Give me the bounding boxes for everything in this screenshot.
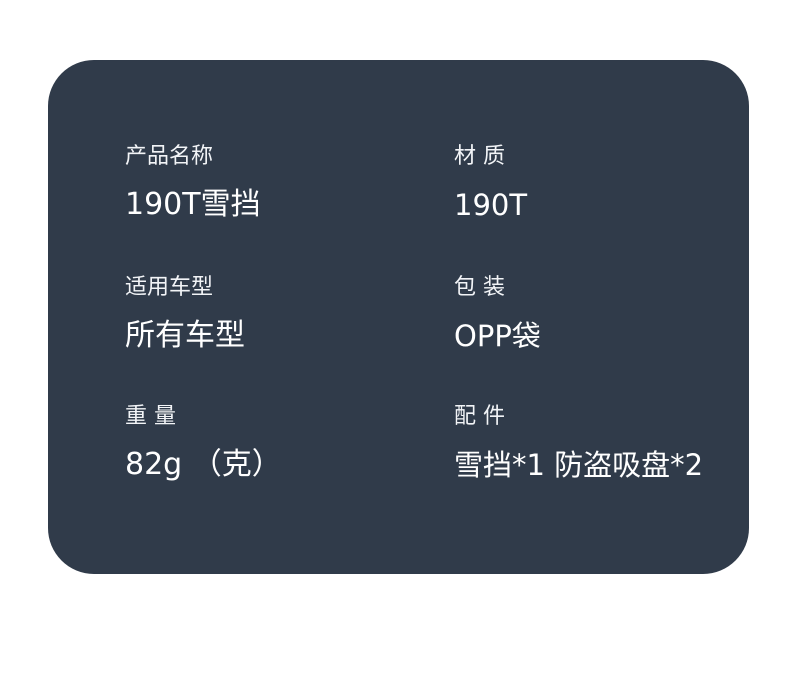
spec-label: 材 质 xyxy=(454,144,505,169)
spec-label: 包 装 xyxy=(454,275,505,300)
spec-value: 190T xyxy=(454,188,528,222)
spec-value: 82g （克） xyxy=(125,447,282,482)
spec-label: 配 件 xyxy=(454,404,505,429)
spec-value: OPP袋 xyxy=(454,319,541,353)
spec-accessories: 配 件 雪挡*1 防盗吸盘*2 xyxy=(454,404,703,483)
product-spec-card: 产品名称 190T雪挡 材 质 190T 适用车型 所有车型 包 装 OPP袋 … xyxy=(48,60,749,574)
spec-label: 适用车型 xyxy=(125,275,214,300)
spec-value: 190T雪挡 xyxy=(125,187,261,222)
spec-value: 所有车型 xyxy=(125,318,245,353)
spec-value: 雪挡*1 防盗吸盘*2 xyxy=(454,448,704,482)
spec-label: 产品名称 xyxy=(125,144,214,169)
spec-product-name: 产品名称 190T雪挡 xyxy=(125,144,261,223)
spec-weight: 重 量 82g （克） xyxy=(125,404,282,483)
spec-label: 重 量 xyxy=(125,404,176,429)
spec-compatible-models: 适用车型 所有车型 xyxy=(125,275,245,354)
spec-packaging: 包 装 OPP袋 xyxy=(454,275,541,354)
spec-material: 材 质 190T xyxy=(454,144,527,223)
